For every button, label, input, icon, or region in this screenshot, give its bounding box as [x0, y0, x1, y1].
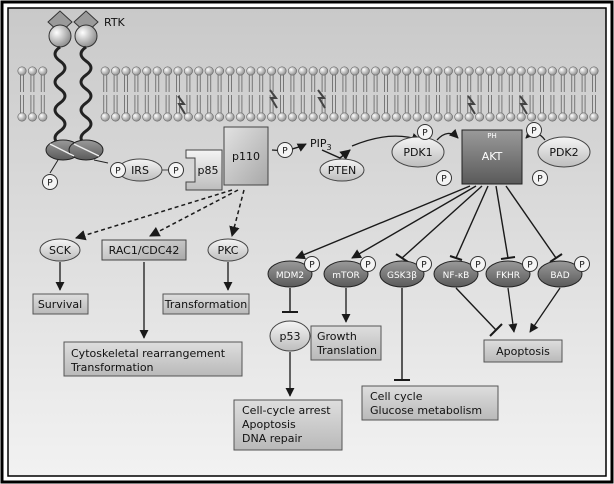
p53-label: p53 [280, 330, 301, 343]
phosphate-circle [360, 256, 376, 272]
cell-cycle-arrest-line1: Cell-cycle arrest [242, 404, 331, 417]
mtor-node [323, 260, 369, 288]
growth-line1: Growth [317, 330, 357, 343]
nfkb-label: NF-κB [443, 271, 470, 281]
phosphate-label: P [441, 175, 447, 185]
nfkb-node [433, 260, 479, 288]
akt-node [461, 129, 523, 185]
cytoskeletal-line2: Transformation [70, 361, 154, 374]
sck-label: SCK [49, 244, 72, 257]
growth-translation-box [310, 325, 382, 361]
fkhr-node [485, 260, 531, 288]
akt-label: AKT [482, 150, 503, 163]
glucose-line1: Cell cycle [370, 390, 423, 403]
cytoskeletal-box [63, 341, 243, 377]
phosphate-label: P [422, 129, 428, 139]
mdm2-node [267, 260, 313, 288]
phosphate-label: P [537, 175, 543, 185]
gsk3b-node [379, 260, 425, 288]
apoptosis-box [483, 339, 563, 363]
sck-node [39, 238, 81, 262]
phosphate-label: P [47, 179, 53, 189]
cytoskeletal-line1: Cytoskeletal rearrangement [71, 347, 226, 360]
phosphate-circle [277, 142, 293, 158]
p85-label: p85 [198, 164, 219, 177]
phosphate-label: P [475, 261, 481, 271]
pkc-node [207, 238, 249, 262]
phosphate-label: P [282, 147, 288, 157]
pten-node [319, 158, 365, 182]
rac1-cdc42-label: RAC1/CDC42 [109, 244, 180, 257]
growth-line2: Translation [316, 344, 377, 357]
phosphate-circle [42, 174, 58, 190]
phosphate-label: P [309, 261, 315, 271]
mdm2-label: MDM2 [276, 271, 304, 281]
pten-label: PTEN [328, 164, 357, 177]
pdk2-label: PDK2 [549, 146, 578, 159]
rtk-label: RTK [104, 16, 126, 29]
phosphate-circle [532, 170, 548, 186]
phosphate-label: P [173, 167, 179, 177]
transformation-label: Transformation [164, 298, 248, 311]
phosphate-circle [522, 256, 538, 272]
glucose-line2: Glucose metabolism [370, 404, 482, 417]
survival-label: Survival [38, 298, 82, 311]
phosphate-circle [470, 256, 486, 272]
lipid-bilayer [17, 66, 599, 122]
phosphate-label: P [421, 261, 427, 271]
phosphate-circle [417, 124, 433, 140]
phosphate-circle [436, 170, 452, 186]
phosphate-label: P [531, 127, 537, 137]
phosphate-label: P [579, 261, 585, 271]
fkhr-label: FKHR [496, 271, 520, 281]
pkc-label: PKC [218, 244, 239, 257]
survival-box [32, 293, 89, 315]
gsk3b-label: GSK3β [387, 271, 417, 281]
phosphate-label: P [527, 261, 533, 271]
mtor-label: mTOR [332, 271, 360, 281]
irs-label: IRS [131, 164, 149, 177]
pdk1-label: PDK1 [403, 146, 432, 159]
pdk1-node [391, 136, 445, 168]
pip3-label: PIP3 [310, 137, 332, 152]
phosphate-circle [110, 162, 126, 178]
phosphate-label: P [365, 261, 371, 271]
phosphate-circle [574, 256, 590, 272]
rtk-receptor [45, 10, 109, 174]
transformation-box [162, 293, 250, 315]
phosphate-circle [304, 256, 320, 272]
phosphate-circle [168, 162, 184, 178]
bad-label: BAD [550, 271, 569, 281]
apoptosis-label: Apoptosis [496, 345, 550, 358]
cell-cycle-arrest-line3: DNA repair [242, 432, 303, 445]
pten-dephosphorylation-arrow [321, 149, 351, 161]
p85-node [185, 149, 223, 191]
phosphate-circle [416, 256, 432, 272]
ph-domain-label: PH [487, 132, 497, 140]
cell-cycle-arrest-line2: Apoptosis [242, 418, 296, 431]
p53-node [269, 320, 311, 352]
phosphate-groups: P P P P P P P P P P P P P P [42, 122, 590, 272]
rac1-cdc42-node [101, 239, 187, 261]
cell-cycle-arrest-box [233, 399, 343, 451]
bad-node [537, 260, 583, 288]
p110-label: p110 [232, 150, 260, 163]
cell-cycle-glucose-box [361, 385, 499, 421]
phosphate-circle [526, 122, 542, 138]
phosphate-label: P [115, 167, 121, 177]
p110-node [223, 126, 269, 186]
pdk2-node [537, 136, 591, 168]
